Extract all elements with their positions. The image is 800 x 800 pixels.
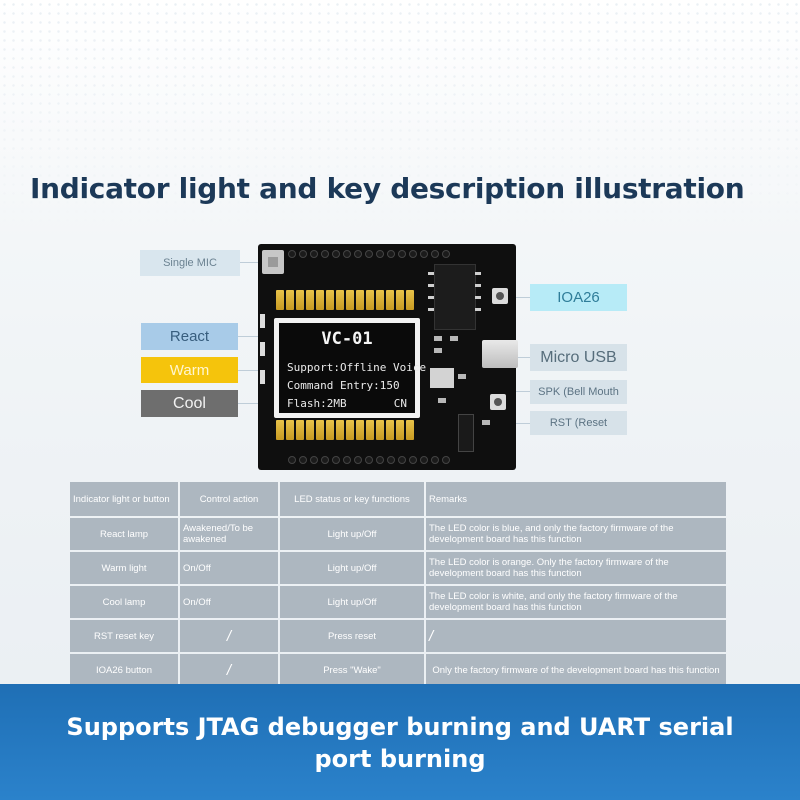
header-pins-bottom: [288, 456, 450, 464]
table-header: Indicator light or button Control action…: [70, 482, 726, 516]
table-row: IOA26 button / Press "Wake" Only the fac…: [70, 654, 726, 686]
table-cell: /: [426, 620, 726, 652]
table-row: RST reset key / Press reset /: [70, 620, 726, 652]
module-name: VC-01: [321, 329, 373, 349]
table-header-cell: Control action: [180, 482, 278, 516]
connector-line: [506, 297, 530, 298]
label-spk: SPK (Bell Mouth: [530, 380, 627, 404]
label-warm: Warm: [141, 357, 238, 383]
table-cell: The LED color is blue, and only the fact…: [426, 518, 726, 550]
table-cell: On/Off: [180, 552, 278, 584]
spk-connector: [430, 368, 454, 388]
table-cell: /: [180, 620, 278, 652]
table-header-cell: Remarks: [426, 482, 726, 516]
micro-usb-port: [482, 340, 518, 368]
label-micro-usb: Micro USB: [530, 344, 627, 371]
banner-text: Supports JTAG debugger burning and UART …: [66, 713, 734, 773]
module-command: Command Entry:150: [287, 379, 400, 392]
connector-line: [238, 403, 262, 404]
table-cell: /: [180, 654, 278, 686]
table-cell: The LED color is white, and only the fac…: [426, 586, 726, 618]
led-cool: [260, 370, 265, 384]
led-indicators: [260, 314, 266, 410]
table-cell: Cool lamp: [70, 586, 178, 618]
table-cell: Awakened/To be awakened: [180, 518, 278, 550]
dotted-background: [0, 0, 800, 230]
table-cell: The LED color is orange. Only the factor…: [426, 552, 726, 584]
led-warm: [260, 342, 265, 356]
page-title: Indicator light and key description illu…: [30, 172, 745, 205]
dev-board: VC-01 Support:Offline Voice Command Entr…: [258, 244, 518, 470]
table-header-cell: Indicator light or button: [70, 482, 178, 516]
table-cell: Light up/Off: [280, 518, 424, 550]
table-cell: Warm light: [70, 552, 178, 584]
table-cell: On/Off: [180, 586, 278, 618]
connector-line: [516, 357, 530, 358]
mic-component: [262, 250, 284, 274]
ioa26-button[interactable]: [492, 288, 508, 304]
description-table: Indicator light or button Control action…: [68, 480, 728, 688]
table-row: Cool lamp On/Off Light up/Off The LED co…: [70, 586, 726, 618]
label-cool: Cool: [141, 390, 238, 417]
led-react: [260, 314, 265, 328]
header-pins-top: [288, 250, 450, 258]
label-single-mic: Single MIC: [140, 250, 240, 276]
table-cell: React lamp: [70, 518, 178, 550]
module-pads-top: [276, 290, 414, 310]
connector-line: [238, 336, 262, 337]
module-flash: Flash:2MB: [287, 397, 347, 410]
module-lang: CN: [393, 397, 407, 410]
connector-line: [240, 262, 262, 263]
table-cell: Only the factory firmware of the develop…: [426, 654, 726, 686]
rst-button[interactable]: [490, 394, 506, 410]
chip-ic: [434, 264, 476, 330]
regulator: [458, 414, 474, 452]
table-row: React lamp Awakened/To be awakened Light…: [70, 518, 726, 550]
table-header-cell: LED status or key functions: [280, 482, 424, 516]
vc01-module: VC-01 Support:Offline Voice Command Entr…: [274, 318, 427, 418]
table-cell: Light up/Off: [280, 586, 424, 618]
label-ioa26: IOA26: [530, 284, 627, 311]
table-cell: IOA26 button: [70, 654, 178, 686]
label-react: React: [141, 323, 238, 350]
connector-line: [238, 370, 262, 371]
module-support: Support:Offline Voice: [287, 361, 427, 374]
table-cell: Press "Wake": [280, 654, 424, 686]
connector-line: [506, 423, 530, 424]
table-cell: RST reset key: [70, 620, 178, 652]
module-flash-row: Flash:2MB CN: [287, 397, 407, 410]
label-rst: RST (Reset: [530, 411, 627, 435]
module-pads-bottom: [276, 420, 414, 440]
bottom-banner: Supports JTAG debugger burning and UART …: [0, 684, 800, 800]
table-cell: Light up/Off: [280, 552, 424, 584]
table-row: Warm light On/Off Light up/Off The LED c…: [70, 552, 726, 584]
table-cell: Press reset: [280, 620, 424, 652]
